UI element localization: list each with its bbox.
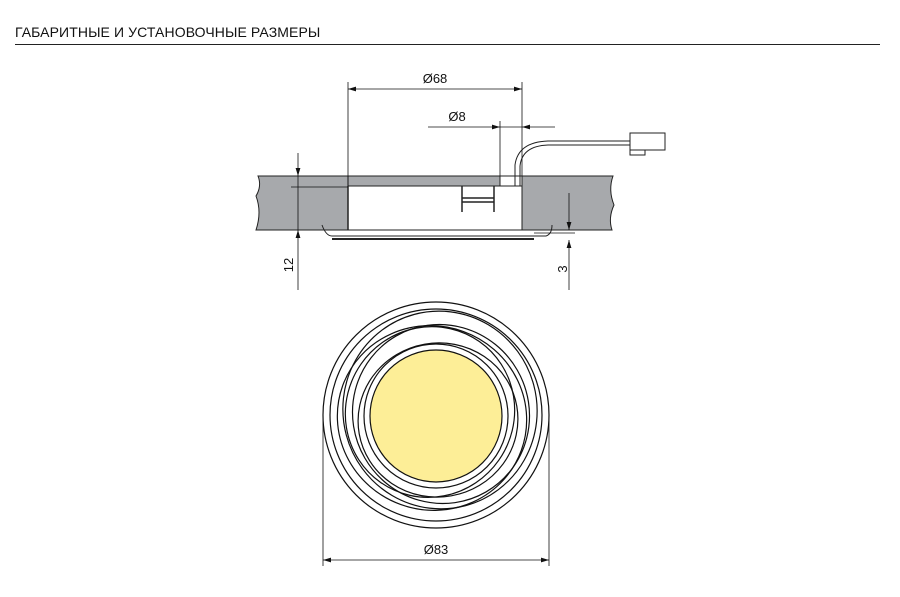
cable-gland [499,175,523,187]
page-title: ГАБАРИТНЫЕ И УСТАНОВОЧНЫЕ РАЗМЕРЫ [15,24,321,40]
dim-protrusion: 3 [555,265,570,272]
dim-cable-diameter: Ø8 [448,109,465,124]
dim-outer-diameter: Ø83 [424,542,449,557]
connector-icon [629,132,666,156]
bezel [321,224,553,237]
front-view [322,301,550,529]
panel-left [255,175,349,231]
panel-right [521,175,615,231]
side-view: Ø68 Ø8 12 3 [255,71,666,290]
cable [514,140,630,186]
lens [369,349,503,483]
dim-cutout-diameter: Ø68 [423,71,448,86]
lamp-top-plate [347,175,501,187]
spring-clip [461,186,495,212]
title-underline [15,44,880,45]
dim-outer: Ø83 [322,415,550,566]
dim-height: 12 [281,258,296,272]
